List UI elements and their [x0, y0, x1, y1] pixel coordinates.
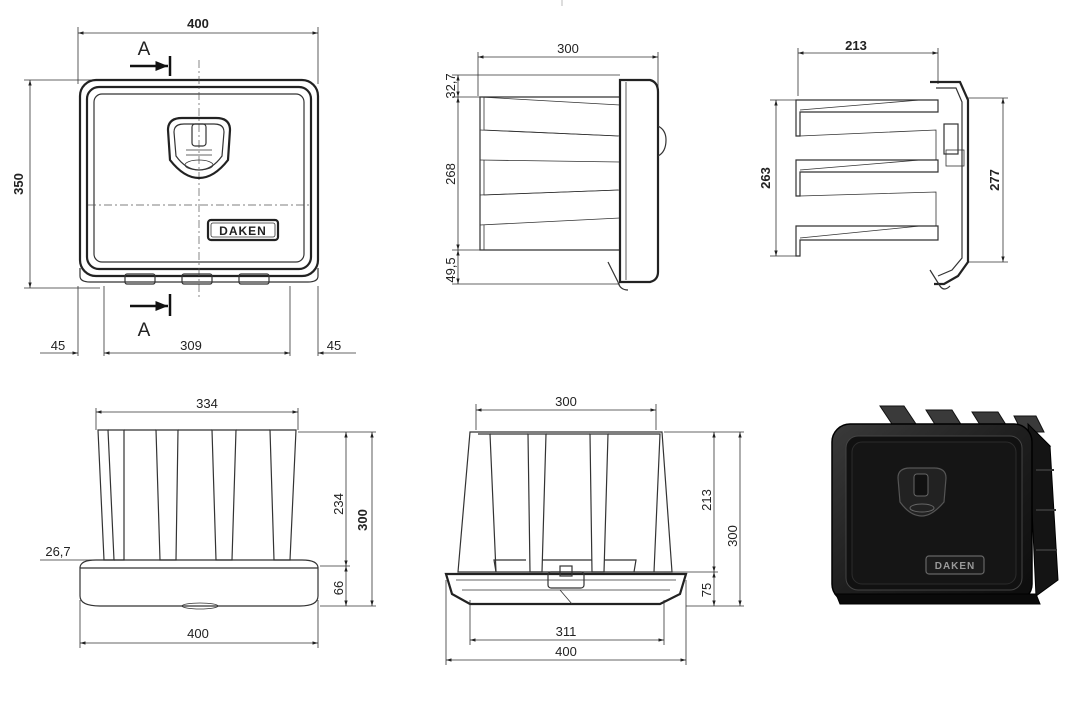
rear-view: 300 213 75 300 311: [444, 394, 744, 665]
top-bottom-width-label: 400: [187, 626, 209, 641]
top-offset-label: 26,7: [45, 544, 70, 559]
svg-text:DAKEN: DAKEN: [935, 561, 976, 572]
svg-text:A: A: [138, 39, 151, 60]
rear-width-label: 300: [555, 394, 577, 409]
top-total-height-label: 300: [355, 509, 370, 531]
section-depth-label: 213: [845, 38, 867, 53]
section-marker-top: A: [130, 39, 172, 76]
daken-logo: DAKEN: [206, 218, 280, 242]
render-lock-icon: [897, 467, 947, 517]
front-width-label: 400: [187, 16, 209, 31]
top-view: 334 26,7 234 66 300 400: [40, 396, 376, 648]
lock-icon: [166, 116, 232, 180]
front-margin-left-label: 45: [51, 338, 65, 353]
rear-bottom-width-label: 400: [555, 644, 577, 659]
side-bottom-label: 49,5: [443, 257, 458, 282]
top-base-height-label: 66: [331, 581, 346, 595]
front-view: 400 350 DAKEN: [11, 16, 356, 356]
side-view: 300 32,7 268 49,5: [443, 41, 667, 291]
front-inner-width-label: 309: [180, 338, 202, 353]
product-render: DAKEN: [831, 405, 1059, 605]
rear-total-height-label: 300: [725, 525, 740, 547]
side-middle-label: 268: [443, 163, 458, 185]
section-marker-bottom: A: [130, 294, 172, 341]
rear-rib-height-label: 213: [699, 489, 714, 511]
render-logo: DAKEN: [925, 555, 985, 575]
section-inner-height-label: 263: [758, 167, 773, 189]
rear-inner-bottom-label: 311: [556, 624, 577, 639]
top-width-label: 334: [196, 396, 218, 411]
front-height-label: 350: [11, 173, 26, 195]
side-width-label: 300: [557, 41, 579, 56]
section-view: 213 263 277: [758, 38, 1008, 290]
section-outer-height-label: 277: [987, 169, 1002, 191]
hinges: [124, 273, 270, 285]
rear-base-height-label: 75: [699, 583, 714, 597]
svg-text:DAKEN: DAKEN: [219, 224, 267, 238]
svg-text:A: A: [138, 320, 151, 341]
top-rib-height-label: 234: [331, 493, 346, 515]
front-margin-right-label: 45: [327, 338, 341, 353]
side-top-label: 32,7: [443, 73, 458, 98]
